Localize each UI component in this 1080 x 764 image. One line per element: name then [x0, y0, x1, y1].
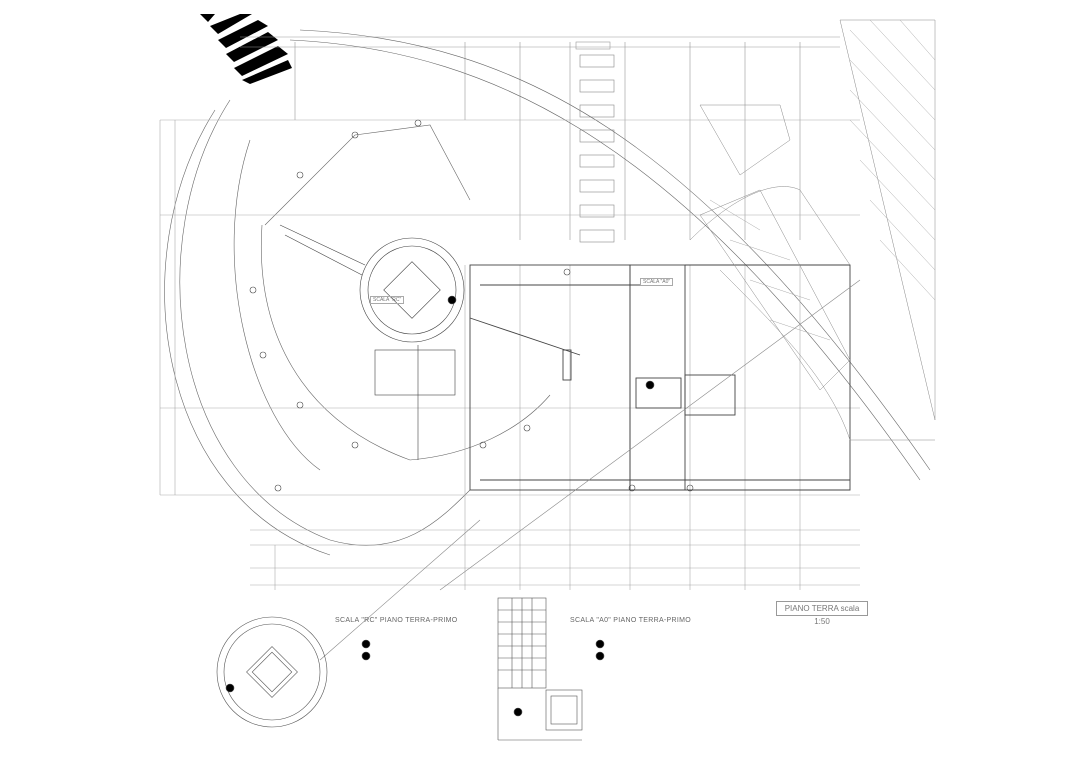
- detail-a0-stair: [361, 295, 655, 741]
- detail-rc-label: SCALA "RC" PIANO TERRA-PRIMO: [335, 617, 458, 624]
- building-walls: [469, 264, 851, 491]
- plan-label-stair-rc: SCALA "RC": [370, 296, 405, 304]
- hatched-area: [689, 19, 936, 441]
- round-stair-rc: [279, 224, 465, 460]
- curved-walls: [164, 29, 931, 556]
- drawing-title: PIANO TERRA scala 1:50: [776, 601, 868, 626]
- detail-rc-stair: [216, 616, 328, 728]
- top-dimensions: [240, 36, 840, 240]
- structural-grid: [159, 119, 860, 590]
- plan-label-stair-a0: SCALA "A0": [640, 278, 674, 286]
- detail-a0-label: SCALA "A0" PIANO TERRA-PRIMO: [570, 617, 691, 624]
- columns: [249, 119, 694, 492]
- diagonal-line: [439, 279, 861, 591]
- crosswalk-hatch: [200, 14, 292, 84]
- parking-bays: [579, 54, 615, 243]
